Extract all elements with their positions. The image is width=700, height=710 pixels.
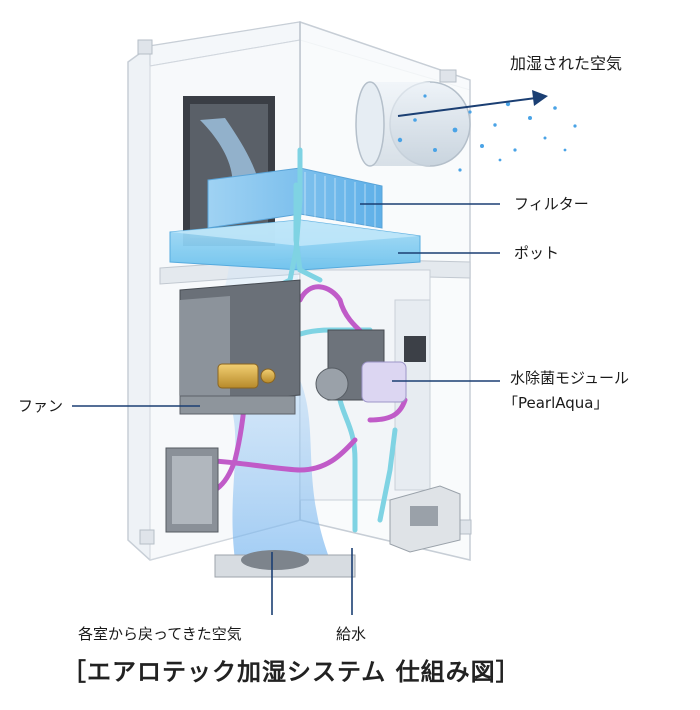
label-module-name: 「PearlAqua」: [503, 394, 609, 412]
label-pot: ポット: [514, 244, 560, 262]
diagram-caption: ［エアロテック加湿システム 仕組み図］: [62, 658, 521, 686]
leader-lines: [72, 203, 500, 615]
label-module: 水除菌モジュール: [510, 369, 629, 387]
fan: [179, 279, 301, 415]
humidified-air-arrow: [397, 90, 548, 117]
drain-box: [389, 485, 461, 553]
label-humidified-air: 加湿された空気: [510, 54, 623, 73]
label-fan: ファン: [18, 397, 64, 415]
outlet-duct: [355, 81, 471, 167]
heat-exchanger: [165, 447, 219, 533]
label-water-supply: 給水: [336, 625, 367, 643]
water-sterilization-module: [315, 329, 426, 403]
label-return-air: 各室から戻ってきた空気: [78, 625, 242, 643]
label-filter: フィルター: [514, 195, 589, 213]
bottom-intake-grille: [214, 550, 356, 578]
